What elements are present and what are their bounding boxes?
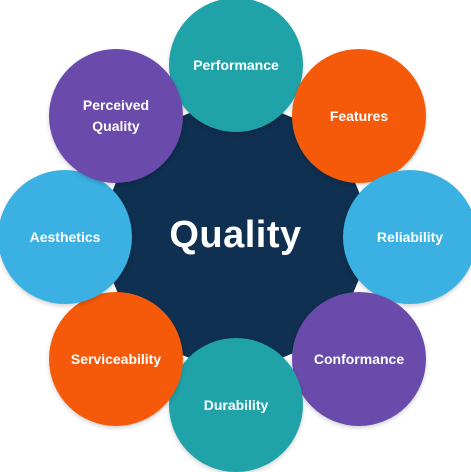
aesthetics-node: Aesthetics xyxy=(0,170,132,304)
performance-node: Performance xyxy=(169,0,303,132)
performance-label: Performance xyxy=(193,56,279,73)
reliability-label: Reliability xyxy=(376,228,444,245)
features-node: Features xyxy=(292,49,426,183)
serviceability-label: Serviceability xyxy=(70,350,162,367)
conformance-node: Conformance xyxy=(292,292,426,426)
reliability-node: Reliability xyxy=(343,170,471,304)
perceived-quality-node: Perceived Quality xyxy=(49,49,183,183)
durability-label: Durability xyxy=(203,396,269,413)
serviceability-node: Serviceability xyxy=(49,292,183,426)
quality-center-label: Quality xyxy=(169,213,302,256)
conformance-label: Conformance xyxy=(313,350,405,367)
aesthetics-label: Aesthetics xyxy=(29,228,101,245)
durability-node: Durability xyxy=(169,338,303,472)
features-label: Features xyxy=(329,107,389,124)
perceived-quality-label: Perceived Quality xyxy=(82,97,150,134)
